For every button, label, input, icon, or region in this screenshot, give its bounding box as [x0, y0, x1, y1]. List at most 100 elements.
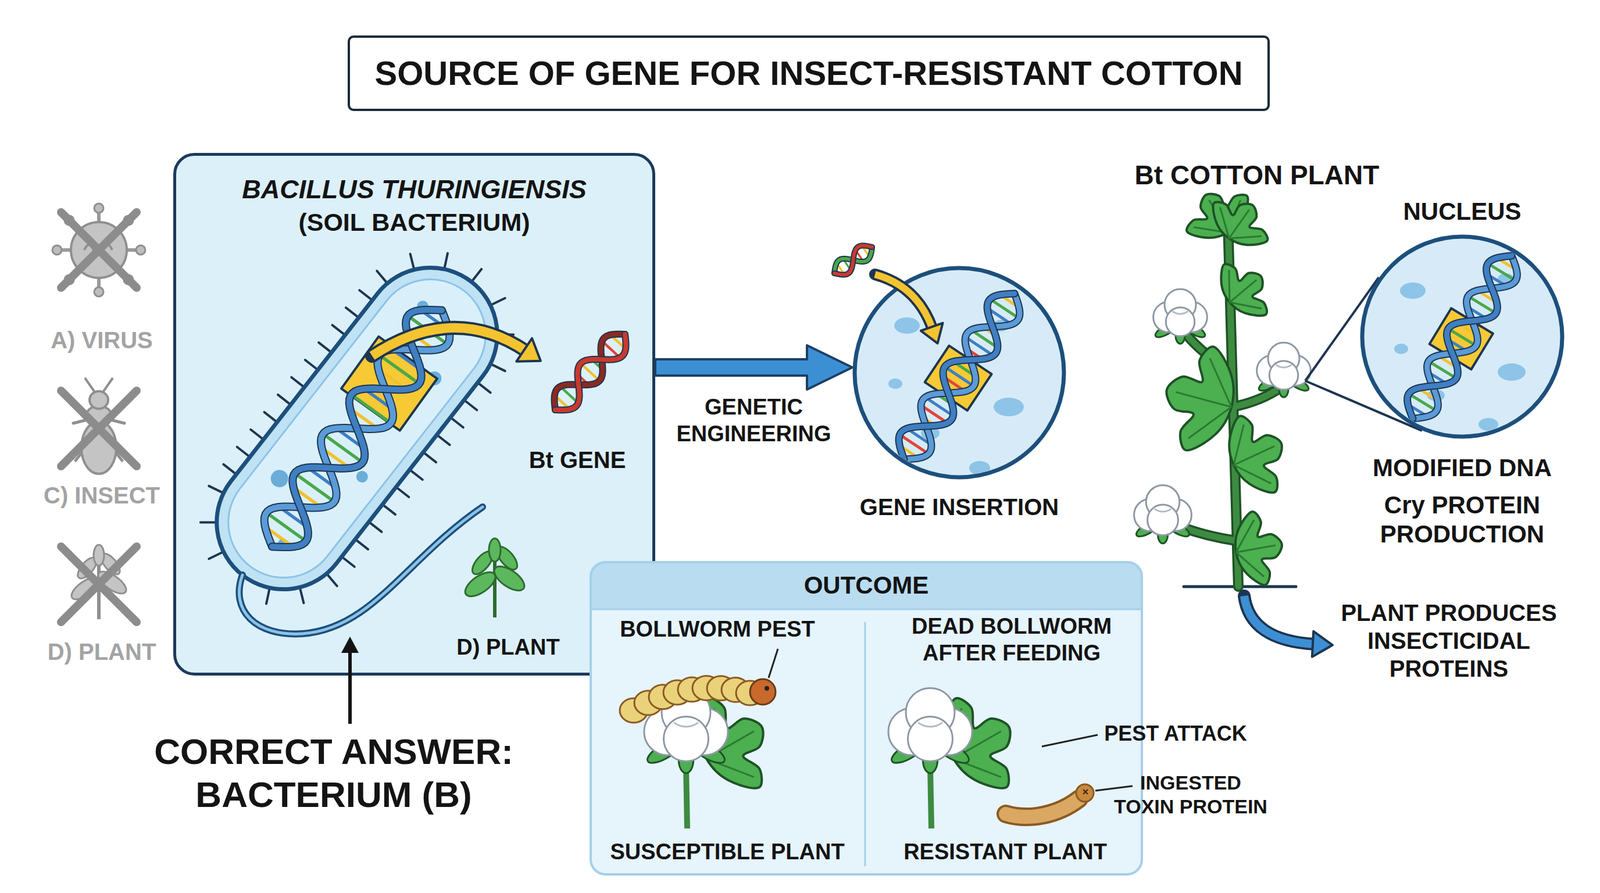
circle-interior	[888, 293, 1024, 475]
cotton-leaf	[1216, 405, 1299, 504]
cotton-leaf	[1208, 206, 1241, 239]
cotton-boll	[1276, 365, 1292, 369]
label-holder: Bt GENE	[513, 445, 642, 474]
cross-mark	[61, 546, 137, 623]
virus-icon	[94, 203, 104, 213]
cotton-leaf	[1229, 507, 1289, 589]
cotton-leaf	[1233, 445, 1275, 466]
dead-bollworm	[1076, 784, 1094, 802]
part-label: DEAD BOLLWORM AFTER FEEDING	[889, 613, 1134, 667]
bacterium	[331, 325, 345, 335]
answer-label: CORRECT ANSWER: BACTERIUM (B)	[112, 730, 555, 817]
part-label: Bt COTTON PLANT	[1117, 159, 1397, 192]
bacterium	[223, 464, 237, 475]
cotton-boll	[1153, 288, 1208, 344]
circle-caption: MODIFIED DNA	[1342, 453, 1582, 483]
bacterium	[359, 290, 373, 300]
panel-heading: BACILLUS THURINGIENSIS	[173, 173, 656, 206]
connector-label: GENETIC ENGINEERING	[658, 394, 850, 448]
cotton-boll	[1134, 484, 1192, 544]
cell-granule	[354, 468, 371, 485]
circle-caption: GENE INSERTION	[811, 493, 1107, 521]
dna-helix	[834, 245, 873, 275]
cotton-leaf	[1202, 186, 1280, 258]
dna-helix	[554, 334, 625, 410]
dead-bollworm	[1005, 784, 1094, 817]
gene-insertion-circle: GENE INSERTION	[852, 265, 1067, 521]
option-label: D) PLANT	[444, 634, 573, 662]
cotton-leaf	[1229, 209, 1250, 239]
dna-helix	[1412, 255, 1517, 419]
header-rule	[589, 608, 1144, 611]
cotton-puff	[1147, 504, 1179, 536]
cotton-leaf	[1229, 279, 1257, 303]
dna-helix	[1412, 255, 1517, 419]
answer-arrow	[348, 650, 352, 724]
flagellum	[238, 506, 483, 634]
cotton-leaf	[1230, 519, 1259, 553]
flagellum	[238, 506, 483, 634]
header-band	[589, 561, 1144, 610]
bacterium	[382, 504, 396, 515]
dna-helix	[555, 334, 627, 410]
cross-mark	[61, 390, 137, 467]
dna-helix	[898, 293, 1015, 460]
bacterium	[277, 394, 291, 405]
dead-bollworm	[1005, 798, 1080, 817]
bacterium	[355, 539, 369, 550]
diagram-title: SOURCE OF GENE FOR INSECT-RESISTANT COTT…	[374, 52, 1243, 94]
cotton-leaf	[1236, 545, 1276, 553]
nucleus-spot	[1400, 282, 1426, 299]
caption-label: SUSCEPTIBLE PLANT	[596, 838, 859, 866]
bacterium-panel: BACILLUS THURINGIENSIS(SOIL BACTERIUM)	[173, 152, 656, 676]
virus-icon	[136, 245, 146, 255]
insect-head	[89, 391, 109, 409]
cotton-boll	[1256, 342, 1312, 398]
cotton-leaf	[1208, 251, 1282, 328]
leader-line	[1041, 734, 1098, 747]
dna-helix	[1407, 255, 1512, 419]
answer-arrow	[341, 636, 359, 724]
cross-mark	[61, 212, 137, 288]
panel-subheading: (SOIL BACTERIUM)	[173, 207, 656, 238]
virus-icon	[52, 203, 146, 297]
insertion-arrow	[875, 274, 933, 330]
bacterium	[436, 434, 450, 445]
node-illustration	[852, 265, 1067, 521]
cross-mark	[61, 212, 137, 288]
cotton-puff	[663, 716, 709, 762]
bollworm	[619, 676, 776, 723]
bacterium	[200, 514, 217, 531]
bacterium	[305, 359, 319, 370]
circle-outline	[1362, 236, 1563, 437]
transfer-arrow	[372, 327, 527, 356]
cotton-boll	[673, 722, 699, 727]
option-label: C) INSECT	[29, 481, 175, 510]
nucleus-spot	[894, 317, 920, 334]
label-holder: RESISTANT PLANT	[877, 838, 1134, 866]
bacterium	[423, 452, 437, 463]
bollworm	[764, 686, 770, 691]
cotton-leaf	[1219, 424, 1257, 466]
note-label: PLANT PRODUCES INSECTICIDAL PROTEINS	[1332, 598, 1566, 683]
virus-icon	[52, 245, 62, 255]
process-arrow	[655, 345, 853, 390]
cell-wall	[189, 240, 524, 617]
label-holder: A) VIRUS	[29, 326, 175, 355]
arrow-head	[1312, 631, 1333, 657]
bacterium	[471, 269, 482, 282]
circle-outline	[854, 268, 1064, 478]
option-label: A) VIRUS	[29, 326, 175, 355]
bacterium	[250, 429, 264, 440]
dna-helix	[944, 366, 974, 387]
label-holder: PLANT PRODUCES INSECTICIDAL PROTEINS	[1332, 598, 1566, 683]
cotton-puff	[908, 716, 953, 762]
cotton-boll	[888, 688, 973, 774]
dna-helix	[834, 245, 873, 275]
bacterium	[264, 412, 278, 423]
transfer-arrow	[372, 327, 527, 356]
label-holder: C) INSECT	[29, 481, 175, 510]
bacterium	[450, 417, 464, 428]
arrow-head	[920, 323, 944, 344]
nucleus-spot	[969, 461, 991, 475]
